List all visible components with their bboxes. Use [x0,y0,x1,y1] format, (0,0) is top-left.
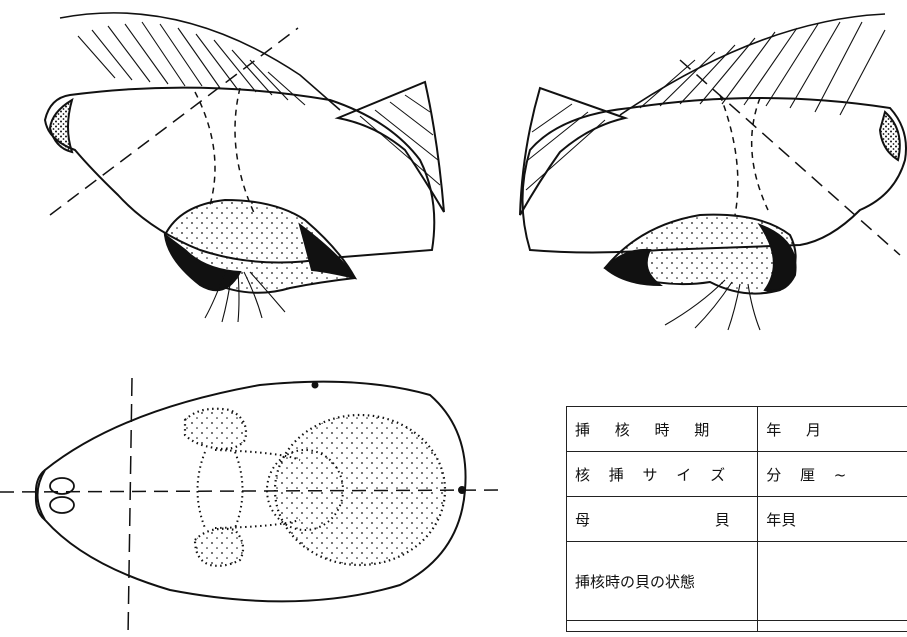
table-row [567,621,907,632]
table-row: 母 貝 年貝 [567,497,907,542]
row-value-nucleus-size: 分 厘 ~ [758,452,907,497]
oyster-left-view [45,13,444,322]
insertion-record-table: 挿 核 時 期 年 月 核 挿 サ イ ズ 分 厘 ~ 母 貝 年貝 挿核時の貝… [566,406,907,632]
row-label-mother-shell: 母 貝 [567,497,758,542]
row-label-nucleus-size: 核 挿 サ イ ズ [567,452,758,497]
table-row: 挿 核 時 期 年 月 [567,407,907,452]
empty-cell [758,621,907,632]
row-label-shell-condition: 挿核時の貝の状態 [567,542,758,621]
row-value-shell-condition [758,542,907,621]
table-row: 挿核時の貝の状態 [567,542,907,621]
oyster-right-view [520,14,906,330]
row-label-insertion-period: 挿 核 時 期 [567,407,758,452]
row-value-insertion-period: 年 月 [758,407,907,452]
empty-cell [567,621,758,632]
row-value-mother-shell: 年貝 [758,497,907,542]
oyster-top-view [0,378,500,637]
table-row: 核 挿 サ イ ズ 分 厘 ~ [567,452,907,497]
